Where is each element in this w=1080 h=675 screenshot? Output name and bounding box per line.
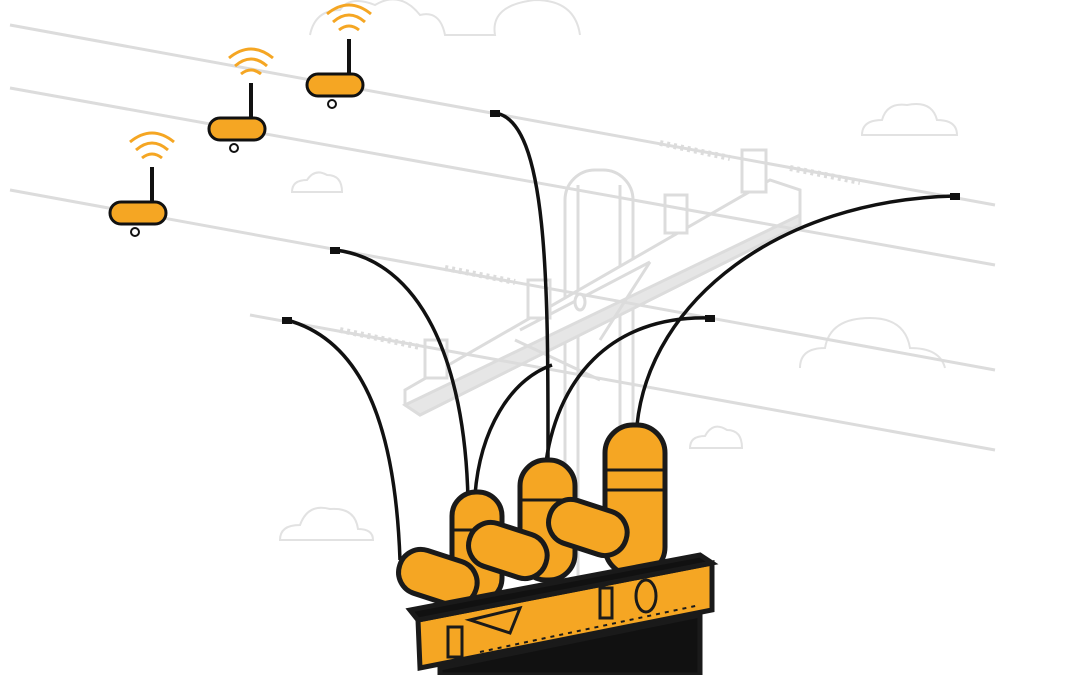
line-sensors (108, 3, 372, 237)
cloud (860, 103, 959, 136)
sensor-3[interactable] (305, 3, 372, 109)
power-line (9, 86, 996, 267)
insulator-string (339, 140, 861, 350)
wifi-icon (129, 131, 175, 160)
sensor-cables (282, 110, 960, 561)
bushing-arm (546, 496, 630, 559)
cable (635, 194, 956, 426)
cloud (309, 0, 581, 36)
mounting-bracket (405, 552, 719, 675)
cloud (290, 171, 344, 193)
clouds (278, 0, 959, 541)
wifi-icon (326, 3, 372, 32)
cloud (688, 425, 744, 449)
power-line (249, 313, 996, 452)
cable (334, 248, 470, 501)
sensor-2[interactable] (207, 47, 274, 153)
cloud (799, 316, 946, 369)
wifi-icon (228, 47, 274, 76)
cable (494, 111, 550, 471)
bushing-arm (466, 519, 550, 582)
cloud (278, 506, 375, 541)
cable (543, 316, 711, 471)
utility-pole (401, 148, 802, 675)
cable (473, 363, 553, 496)
bushing-arm (396, 546, 480, 609)
power-lines (9, 23, 996, 452)
cable (286, 318, 402, 561)
bushings (396, 422, 668, 609)
sensor-1[interactable] (108, 131, 175, 237)
